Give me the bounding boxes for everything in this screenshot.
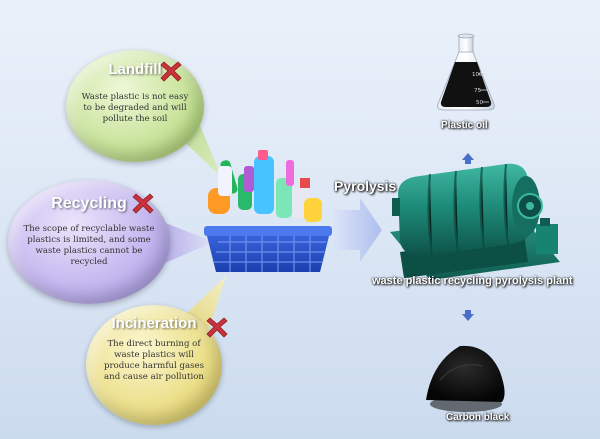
flask-icon: 100 75 50	[437, 33, 495, 111]
landfill-bubble: Landfill Waste plastic is not easy to be…	[66, 50, 204, 162]
pyrolysis-label: Pyrolysis	[334, 178, 397, 194]
flask-mark-100: 100	[472, 72, 483, 78]
plant-label: waste plastic recycling pyrolysis plant	[372, 275, 573, 287]
recycling-description: The scope of recyclable waste plastics i…	[23, 224, 155, 267]
flask-mark-75: 75	[474, 88, 481, 94]
carbon-black-label: Carbon black	[446, 412, 510, 423]
plastic-basket-icon	[204, 150, 332, 272]
flask-mark-50: 50	[476, 100, 483, 106]
pyrolysis-arrow	[334, 198, 382, 262]
recycling-pointer	[158, 220, 214, 266]
incineration-description: The direct burning of waste plastics wil…	[103, 339, 205, 382]
incineration-bubble: Incineration The direct burning of waste…	[86, 305, 222, 425]
pyrolysis-machine-icon	[390, 163, 560, 280]
landfill-title: Landfill	[108, 61, 162, 78]
carbon-black-icon	[426, 345, 505, 412]
arrow-up-icon	[462, 153, 474, 164]
x-mark-icon	[206, 317, 228, 338]
landfill-description: Waste plastic is not easy to be degraded…	[81, 92, 189, 124]
x-mark-icon	[132, 193, 154, 214]
x-mark-icon	[160, 61, 182, 82]
plastic-oil-label: Plastic oil	[441, 120, 488, 131]
arrow-down-icon	[462, 310, 474, 321]
incineration-title: Incineration	[111, 315, 197, 332]
recycling-title: Recycling	[51, 195, 127, 212]
